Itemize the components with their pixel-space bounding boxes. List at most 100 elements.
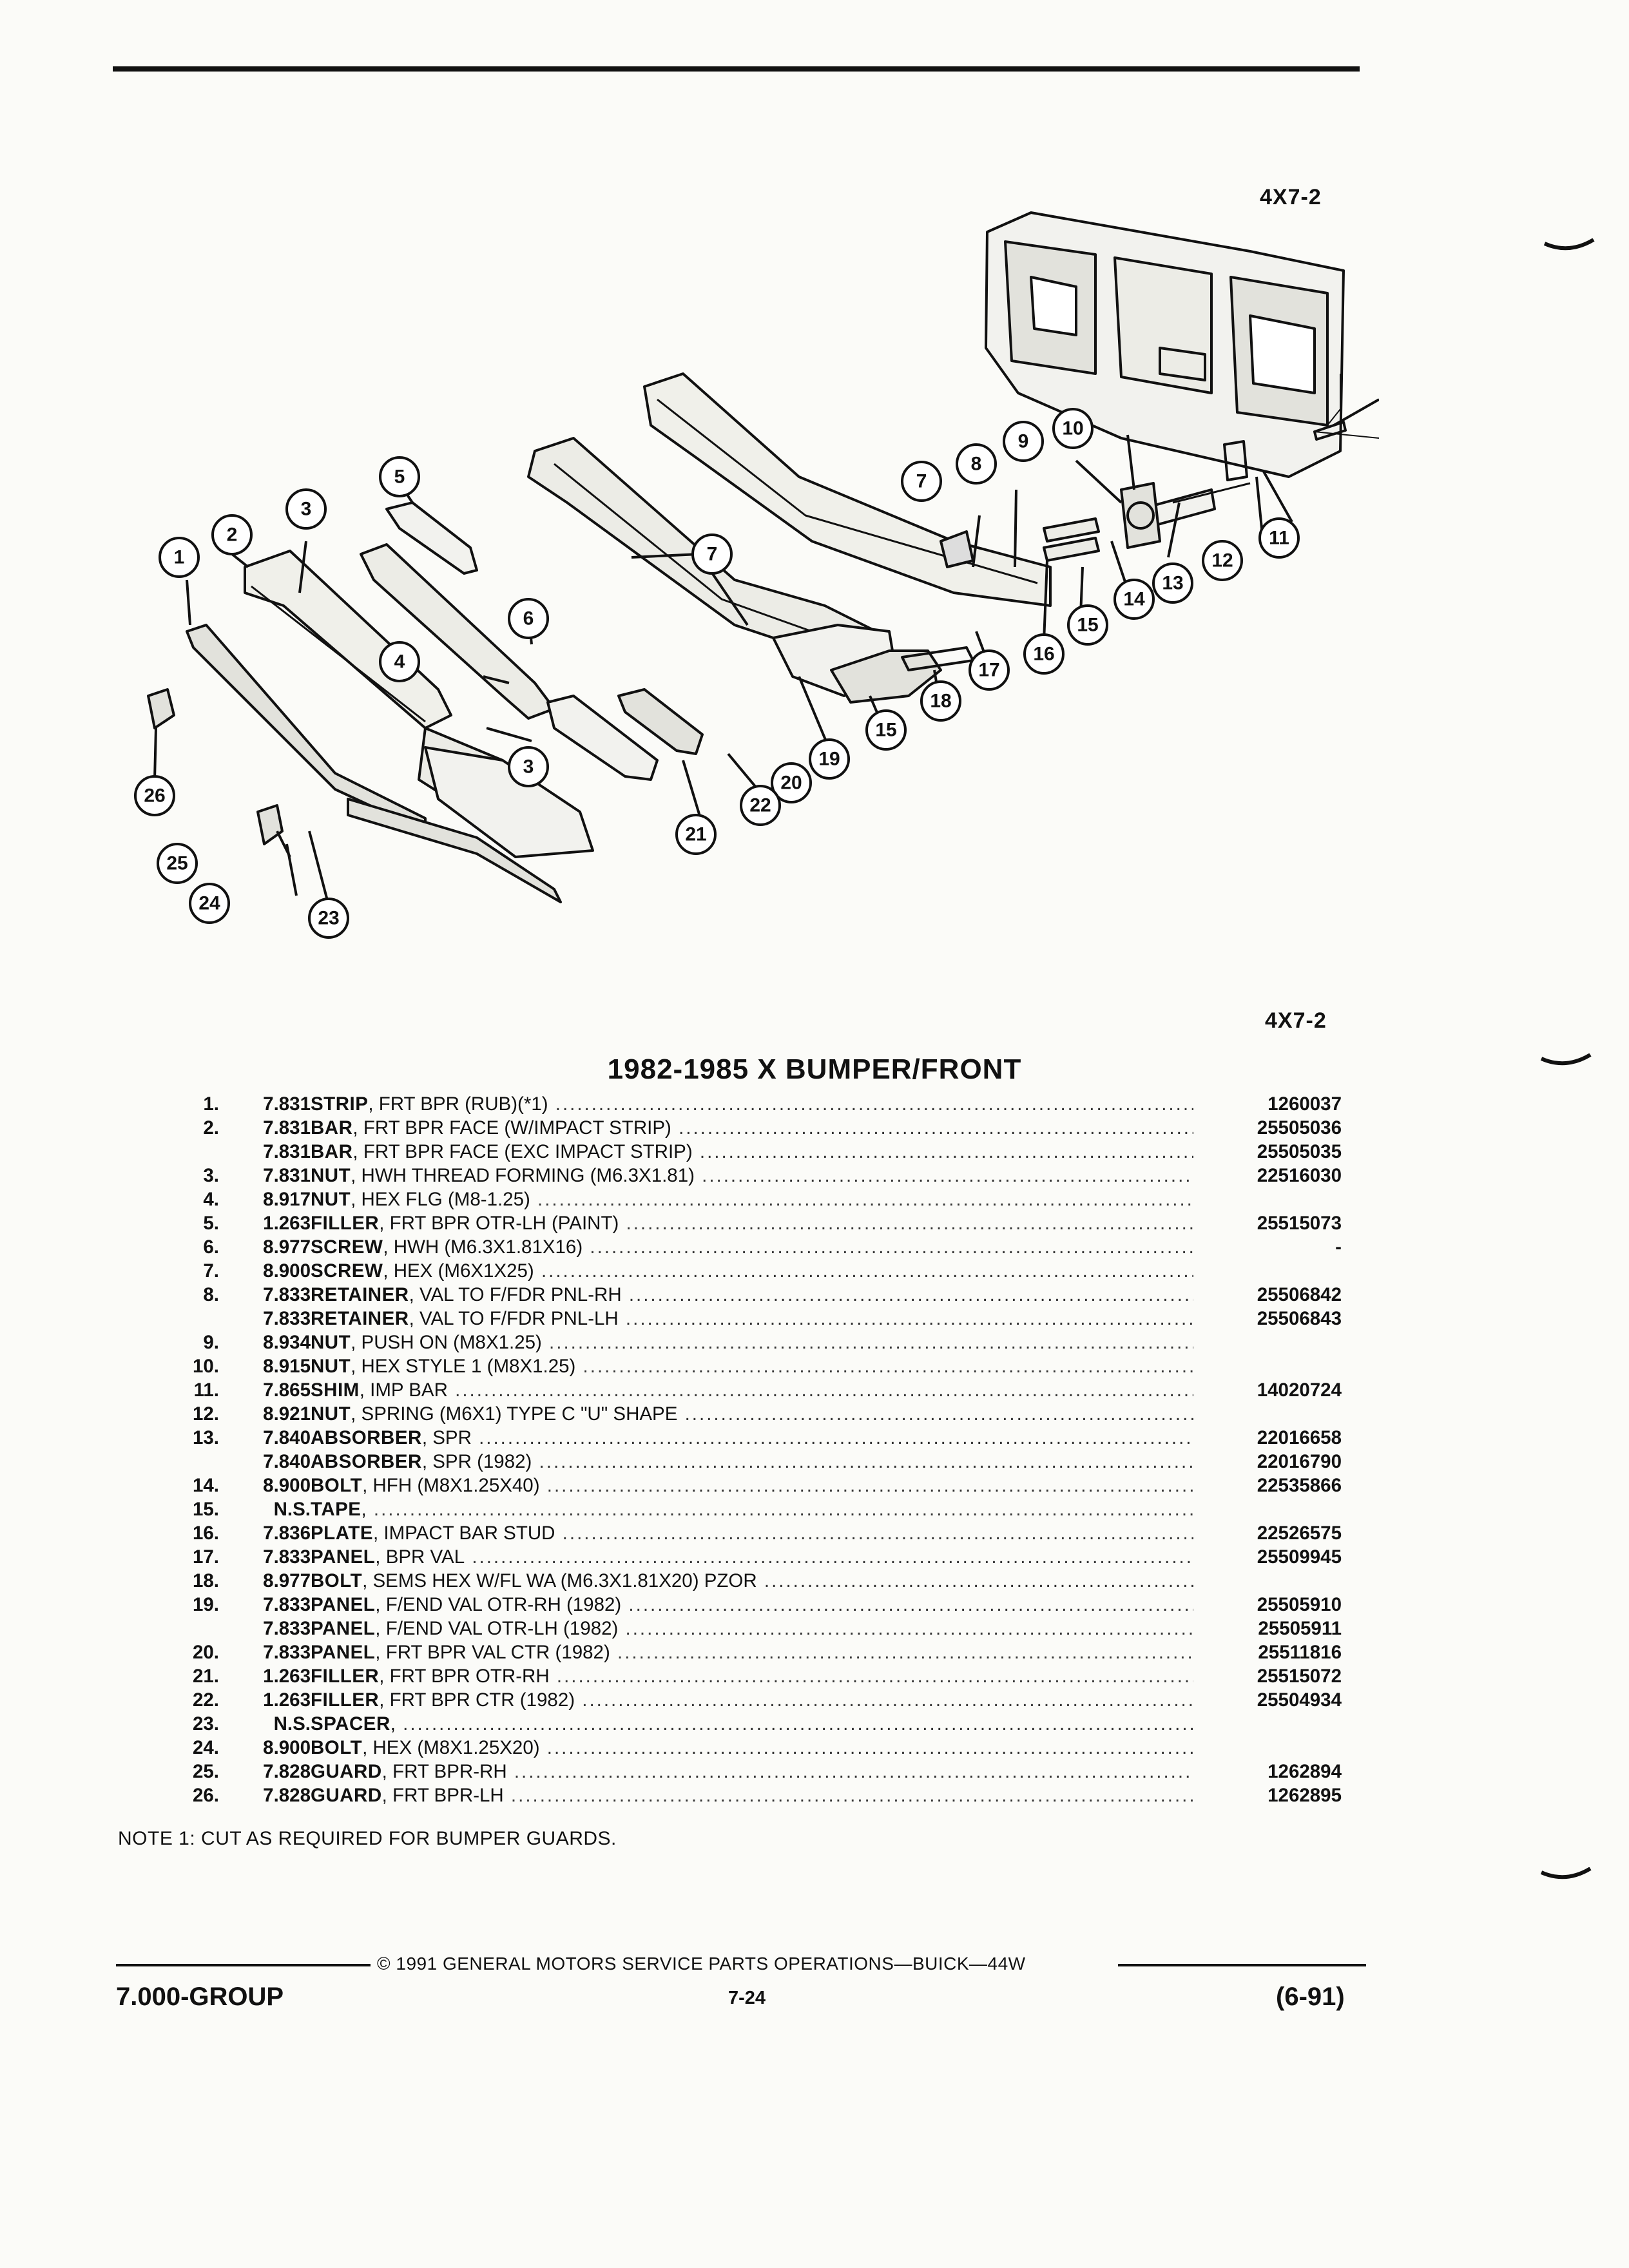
callout-21: 21	[675, 814, 717, 855]
leader-dots: ........................................…	[702, 1165, 1193, 1186]
part-description: ABSORBER, SPR (1982) ...................…	[311, 1450, 1193, 1474]
svg-text:7: 7	[707, 544, 718, 565]
leader-dots: ........................................…	[539, 1451, 1193, 1472]
leader-dots: ........................................…	[684, 1403, 1193, 1425]
part-number	[1193, 1259, 1342, 1283]
callout-11: 11	[1258, 517, 1300, 559]
catalog-group: 7.831	[263, 1117, 311, 1139]
leader-dots: ........................................…	[617, 1642, 1193, 1663]
part-description: NUT, HWH THREAD FORMING (M6.3X1.81) ....…	[311, 1164, 1193, 1187]
part-description: PLATE, IMPACT BAR STUD .................…	[311, 1521, 1193, 1545]
part-name: GUARD	[311, 1785, 382, 1806]
part-number: 25506842	[1257, 1284, 1342, 1305]
part-description: SCREW, HEX (M6X1X25) ...................…	[311, 1259, 1193, 1283]
item-number	[174, 1140, 219, 1164]
scan-mark	[1543, 238, 1595, 251]
svg-text:7: 7	[916, 471, 927, 492]
part-description: NUT, PUSH ON (M8X1.25) .................…	[311, 1331, 1193, 1354]
catalog-group: 7.833	[263, 1308, 311, 1329]
item-number: 4.	[203, 1189, 219, 1210]
part-name: BAR	[311, 1141, 353, 1162]
part-detail: , HFH (M8X1.25X40)	[362, 1475, 540, 1496]
svg-text:26: 26	[144, 785, 165, 807]
part-description: PANEL, FRT BPR VAL CTR (1982) ..........…	[311, 1640, 1193, 1664]
svg-text:4: 4	[394, 651, 405, 673]
catalog-group: 8.900	[263, 1260, 311, 1282]
part-detail: , VAL TO F/FDR PNL-LH	[409, 1308, 619, 1329]
part-name: FILLER	[311, 1689, 380, 1711]
part-name: PLATE	[311, 1523, 374, 1544]
catalog-group: 7.840	[263, 1451, 311, 1472]
callout-9: 9	[1003, 421, 1044, 462]
exploded-parts-diagram: 1 2 3 3 4 5 6 7 7 8 9 10 11 12 13 15 15 …	[134, 211, 1379, 939]
part-number	[1193, 1736, 1342, 1760]
part-description: BOLT, SEMS HEX W/FL WA (M6.3X1.81X20) PZ…	[311, 1569, 1193, 1593]
part-number: 25515073	[1257, 1213, 1342, 1234]
page-title: 1982-1985 X BUMPER/FRONT	[607, 1053, 1022, 1085]
part-description: RETAINER, VAL TO F/FDR PNL-LH ..........…	[311, 1307, 1193, 1331]
part-name: NUT	[311, 1356, 351, 1377]
part-description: BOLT, HEX (M8X1.25X20) .................…	[311, 1736, 1193, 1760]
item-number: 15.	[192, 1499, 219, 1520]
item-number: 9.	[203, 1332, 219, 1353]
part-name: RETAINER	[311, 1284, 409, 1305]
callout-18: 18	[920, 680, 961, 722]
part-name: NUT	[311, 1332, 351, 1353]
part-description: SHIM, IMP BAR ..........................…	[311, 1378, 1193, 1402]
item-number: 25.	[192, 1761, 219, 1782]
svg-text:8: 8	[971, 454, 982, 475]
leader-dots: ........................................…	[562, 1523, 1193, 1544]
part-number: 22535866	[1257, 1475, 1342, 1496]
catalog-group: 7.831	[263, 1093, 311, 1115]
part-name: FILLER	[311, 1213, 380, 1234]
item-number: 7.	[203, 1260, 219, 1282]
part-detail: , HEX (M8X1.25X20)	[362, 1737, 540, 1758]
leader-dots: ........................................…	[556, 1666, 1193, 1687]
part-detail: , FRT BPR-RH	[381, 1761, 507, 1782]
part-name: PANEL	[311, 1642, 376, 1663]
part-name: NUT	[311, 1165, 351, 1186]
table-row: 15.N.S.TAPE, ...........................…	[174, 1497, 1342, 1521]
part-number: 25509945	[1257, 1546, 1342, 1568]
table-row: 23.N.S.SPACER, .........................…	[174, 1712, 1342, 1736]
catalog-group: 8.900	[263, 1475, 311, 1496]
part-detail: , FRT BPR FACE (W/IMPACT STRIP)	[352, 1117, 671, 1139]
svg-text:9: 9	[1018, 431, 1029, 452]
part-description: BOLT, HFH (M8X1.25X40) .................…	[311, 1474, 1193, 1497]
part-name: PANEL	[311, 1546, 376, 1568]
part-detail: , HWH (M6.3X1.81X16)	[383, 1236, 583, 1258]
callout-3a: 3	[285, 488, 327, 530]
part-detail: , FRT BPR-LH	[381, 1785, 504, 1806]
leader-dots: ........................................…	[582, 1689, 1193, 1711]
leader-dots: ........................................…	[679, 1117, 1193, 1139]
svg-text:16: 16	[1033, 644, 1054, 665]
part-number: 22516030	[1257, 1165, 1342, 1186]
part-name: PANEL	[311, 1618, 376, 1639]
part-name: GUARD	[311, 1761, 382, 1782]
callout-7a: 7	[691, 533, 733, 575]
leader-dots: ........................................…	[479, 1427, 1193, 1448]
item-number	[174, 1617, 219, 1640]
svg-text:12: 12	[1211, 550, 1233, 572]
item-number: 19.	[192, 1594, 219, 1615]
part-name: NUT	[311, 1189, 351, 1210]
catalog-group: 7.833	[263, 1284, 311, 1305]
part-description: FILLER, FRT BPR OTR-LH (PAINT) .........…	[311, 1211, 1193, 1235]
callout-15b: 15	[865, 709, 907, 751]
part-description: PANEL, F/END VAL OTR-RH (1982) .........…	[311, 1593, 1193, 1617]
part-name: BOLT	[311, 1570, 363, 1591]
part-detail: , BPR VAL	[375, 1546, 465, 1568]
part-number: 25505910	[1257, 1594, 1342, 1615]
